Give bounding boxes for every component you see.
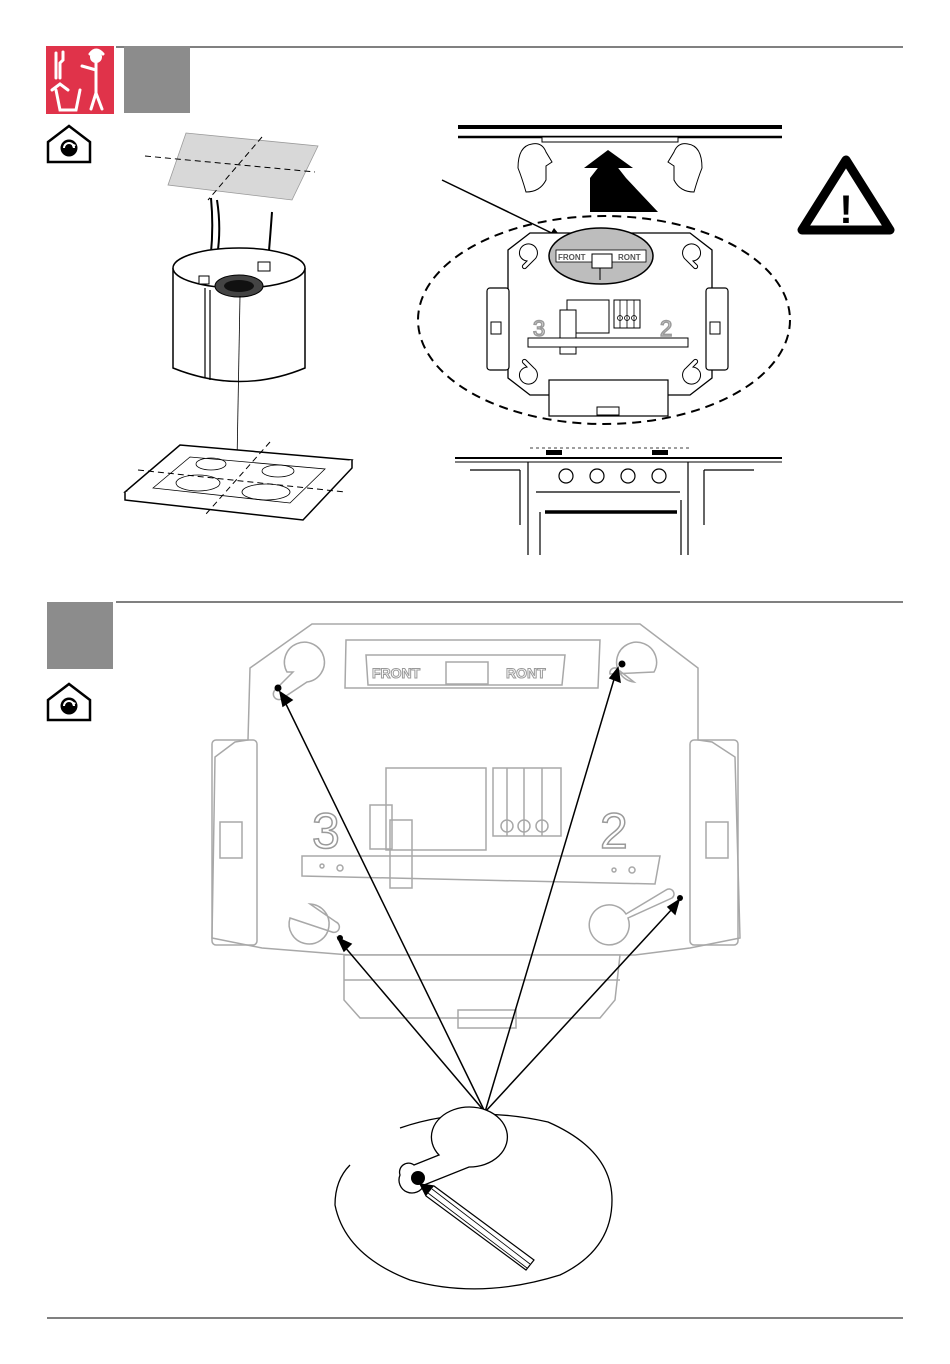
plate-number-left: 3: [533, 316, 545, 341]
front-label-left: FRONT: [558, 253, 586, 262]
ceiling-mount-house-icon-2: [48, 684, 90, 720]
front-label-right-large: RONT: [506, 665, 546, 681]
right-hand-icon: [668, 144, 702, 192]
step1-number-box: [124, 46, 190, 113]
pencil-marking-detail: [335, 1107, 612, 1289]
tools-worker-icon: [46, 46, 114, 114]
plate-number-right-large: 2: [600, 803, 628, 859]
warning-mark: !: [839, 188, 852, 232]
front-label-right: RONT: [618, 253, 641, 262]
step2-number-box: [47, 602, 113, 669]
plate-number-right: 2: [660, 316, 672, 341]
front-label-left-large: FRONT: [372, 665, 421, 681]
ceiling-plate-illustration: FRONT RONT 3 2: [418, 127, 790, 424]
left-hand-icon: [518, 144, 552, 192]
hood-alignment-illustration: [125, 133, 352, 520]
warning-triangle-icon: !: [802, 160, 890, 232]
plate-number-left-large: 3: [312, 803, 340, 859]
kitchen-cabinet-illustration: [455, 448, 782, 555]
ceiling-mount-house-icon: [48, 126, 90, 162]
